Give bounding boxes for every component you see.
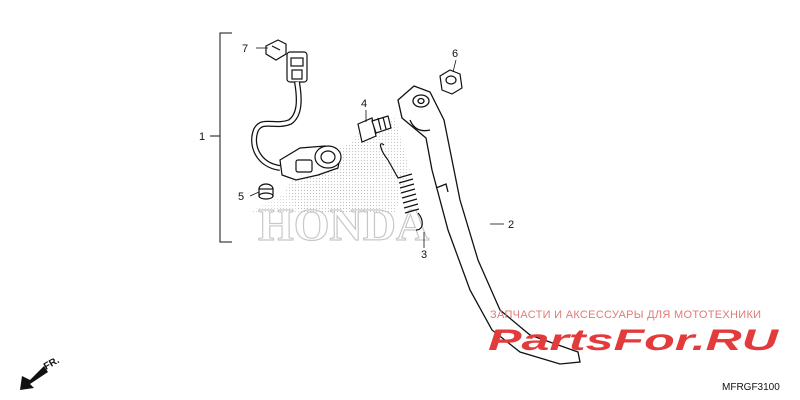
watermark-tagline: ЗАПЧАСТИ И АКСЕССУАРЫ ДЛЯ МОТОТЕХНИКИ xyxy=(490,309,761,321)
pivot-bolt-part xyxy=(357,115,392,143)
bolt-part-5 xyxy=(258,183,274,200)
watermark-site: PartsFor.RU xyxy=(488,324,780,357)
nut-part xyxy=(439,69,463,95)
side-stand-part xyxy=(397,85,581,365)
direction-indicator: FR. xyxy=(20,355,62,390)
side-stand-switch-part xyxy=(251,51,342,181)
callout-2: 2 xyxy=(508,219,514,231)
callout-1: 1 xyxy=(199,131,205,143)
honda-logo: HONDA xyxy=(250,118,430,251)
clip-part xyxy=(265,39,287,61)
callout-6: 6 xyxy=(452,48,458,60)
site-watermark: ЗАПЧАСТИ И АКСЕССУАРЫ ДЛЯ МОТОТЕХНИКИ Pa… xyxy=(488,309,780,357)
assembly-bracket xyxy=(210,32,232,243)
callout-3: 3 xyxy=(421,249,427,261)
arrow-icon xyxy=(20,366,48,390)
spring-part xyxy=(379,143,423,231)
diagram-code: MFRGF3100 xyxy=(722,382,780,393)
leader-lines xyxy=(249,47,504,248)
callout-7: 7 xyxy=(242,43,248,55)
callout-5: 5 xyxy=(238,191,244,203)
direction-label: FR. xyxy=(42,355,62,373)
honda-wordmark: HONDA xyxy=(258,199,429,250)
callout-4: 4 xyxy=(361,98,367,110)
